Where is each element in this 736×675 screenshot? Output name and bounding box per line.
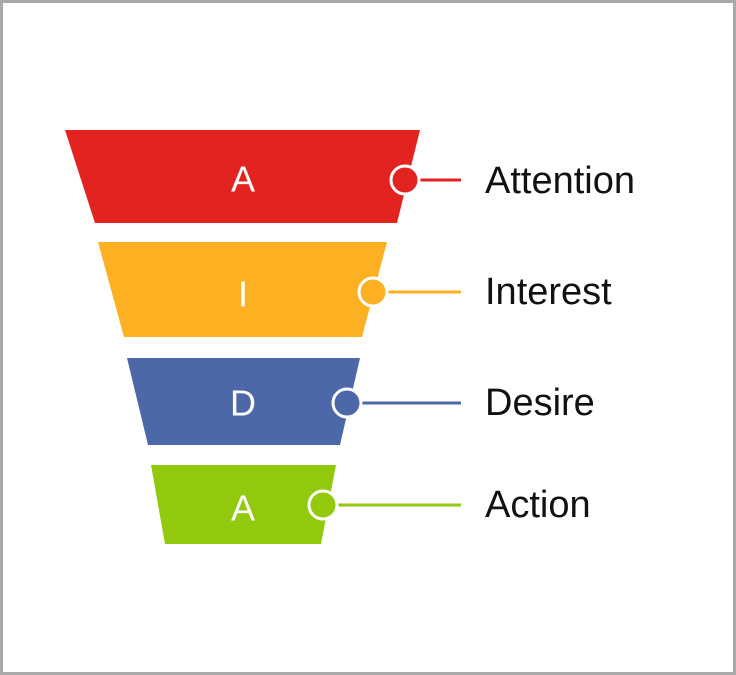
funnel-band-action xyxy=(151,465,336,544)
stage-letter-desire: D xyxy=(230,383,256,424)
connector-dot-desire xyxy=(331,387,363,419)
funnel-band-desire xyxy=(127,358,360,445)
aida-funnel-diagram: A Attention I Interest D Desire A xyxy=(65,130,635,544)
connector-dot-attention xyxy=(389,164,421,196)
stage-letter-attention: A xyxy=(231,159,255,200)
stage-label-attention: Attention xyxy=(485,160,635,202)
connector-dot-interest xyxy=(357,276,389,308)
stage-label-desire: Desire xyxy=(485,382,595,424)
funnel-stage-desire: D Desire xyxy=(127,358,595,445)
funnel-band-interest xyxy=(98,242,387,337)
stage-label-interest: Interest xyxy=(485,271,612,313)
funnel-stage-action: A Action xyxy=(151,465,591,544)
connector-dot-action xyxy=(307,489,339,521)
stage-label-action: Action xyxy=(485,484,591,526)
stage-letter-interest: I xyxy=(238,274,248,315)
funnel-stage-interest: I Interest xyxy=(98,242,612,337)
funnel-band-attention xyxy=(65,130,420,223)
funnel-stage-attention: A Attention xyxy=(65,130,635,223)
stage-letter-action: A xyxy=(231,488,255,529)
